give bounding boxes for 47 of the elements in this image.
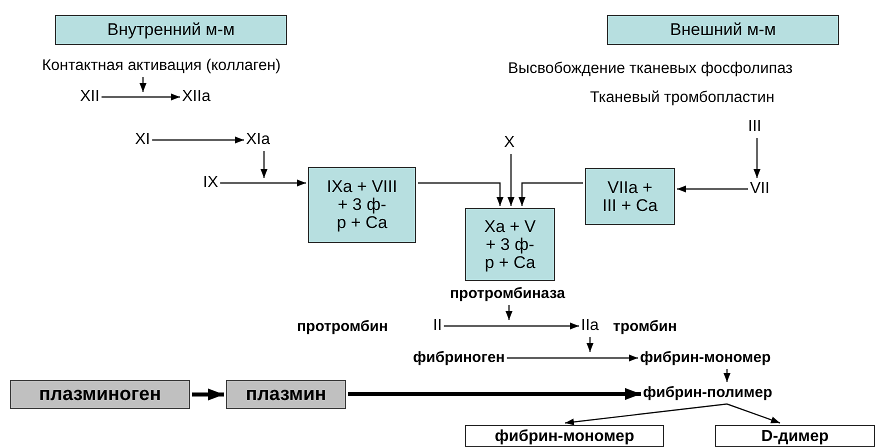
- complex-box: Xa + V + 3 ф-р + Ca: [465, 208, 555, 281]
- factor-label: X: [504, 134, 515, 152]
- factor-label: VII: [750, 180, 770, 198]
- enzyme-box: плазмин: [226, 380, 346, 409]
- trigger-text: Контактная активация (коллаген): [42, 57, 281, 75]
- note-text: Высвобождение тканевых фосфолипаз: [508, 60, 793, 78]
- arrow: [506, 354, 638, 362]
- product-box: D-димер: [715, 425, 875, 447]
- factor-label: XIa: [246, 131, 270, 149]
- complex-box: IXa + VIII + 3 ф-р + Ca: [308, 167, 416, 243]
- thick-arrow: [348, 388, 641, 400]
- arrow: [102, 94, 180, 100]
- arrow: [418, 182, 504, 206]
- substance-label: фибрин-мономер: [640, 349, 771, 367]
- arrow: [754, 138, 760, 178]
- factor-label: IX: [203, 174, 218, 192]
- arrow: [444, 322, 579, 330]
- heading-box: Внешний м-м: [607, 15, 839, 45]
- substance-label: фибрин-полимер: [643, 384, 772, 402]
- name-label: протромбин: [297, 318, 388, 336]
- arrow: [677, 186, 748, 192]
- arrow: [220, 180, 306, 186]
- arrow: [586, 337, 594, 352]
- enzyme-box: плазминоген: [10, 380, 190, 409]
- factor-label: XIIa: [182, 88, 210, 106]
- name-label: тромбин: [613, 318, 677, 336]
- arrow: [260, 151, 268, 178]
- substance-label: фибриноген: [413, 349, 505, 367]
- complex-box: VIIa + III + Ca: [585, 168, 675, 225]
- note-text: Тканевый тромбопластин: [590, 89, 774, 107]
- factor-label: XII: [80, 88, 100, 106]
- arrow: [564, 403, 728, 426]
- arrow: [726, 403, 780, 424]
- arrow: [724, 369, 730, 382]
- factor-label: III: [748, 118, 762, 136]
- arrow: [508, 154, 514, 206]
- enzyme-label: протромбиназа: [450, 285, 566, 303]
- arrow: [506, 305, 512, 320]
- factor-label: II: [433, 317, 442, 335]
- factor-label: XI: [135, 131, 150, 149]
- heading-box: Внутренний м-м: [55, 15, 287, 45]
- thick-arrow: [192, 388, 224, 400]
- arrow: [152, 136, 244, 144]
- arrow: [140, 77, 146, 92]
- product-box: фибрин-мономер: [465, 425, 664, 447]
- factor-label: IIa: [581, 317, 599, 335]
- arrow: [518, 182, 583, 206]
